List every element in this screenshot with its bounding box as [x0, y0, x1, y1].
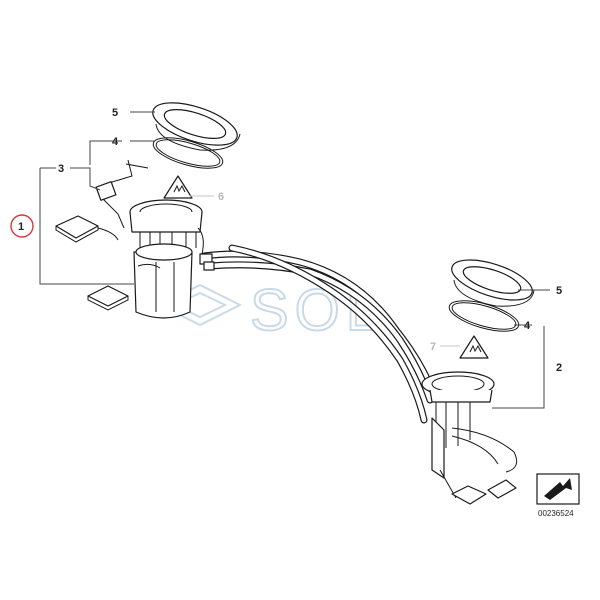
callout-5-right: 5 [556, 285, 562, 297]
callout-3: 3 [58, 163, 64, 175]
callout-4-left: 4 [112, 136, 119, 148]
seal-ring-left [152, 137, 224, 169]
filter-pad-upper [55, 215, 119, 243]
callout-4-right: 4 [524, 320, 531, 332]
part-number: 00236524 [538, 509, 574, 518]
fuel-pump-module-left [129, 199, 204, 319]
warning-label-left [163, 175, 193, 199]
ring-nut-left [152, 102, 241, 151]
leader-lines [39, 111, 550, 409]
seal-ring-right [448, 300, 520, 332]
callout-1: 1 [18, 221, 24, 233]
orientation-symbol [536, 473, 580, 505]
warning-label-right [459, 335, 489, 359]
callout-1-highlight-circle [10, 214, 34, 238]
level-sensor-arm [95, 159, 149, 229]
filter-pad-lower [87, 285, 129, 311]
fuel-lines [199, 244, 436, 424]
direction-arrow-icon [544, 478, 572, 500]
callout-7: 7 [430, 341, 436, 353]
callout-2: 2 [556, 362, 562, 374]
fuel-pump-module-right [421, 371, 518, 505]
watermark-text: SOL [250, 278, 384, 343]
ring-nut-right [451, 259, 535, 307]
callout-6: 6 [218, 191, 224, 203]
callout-5-left: 5 [112, 107, 118, 119]
